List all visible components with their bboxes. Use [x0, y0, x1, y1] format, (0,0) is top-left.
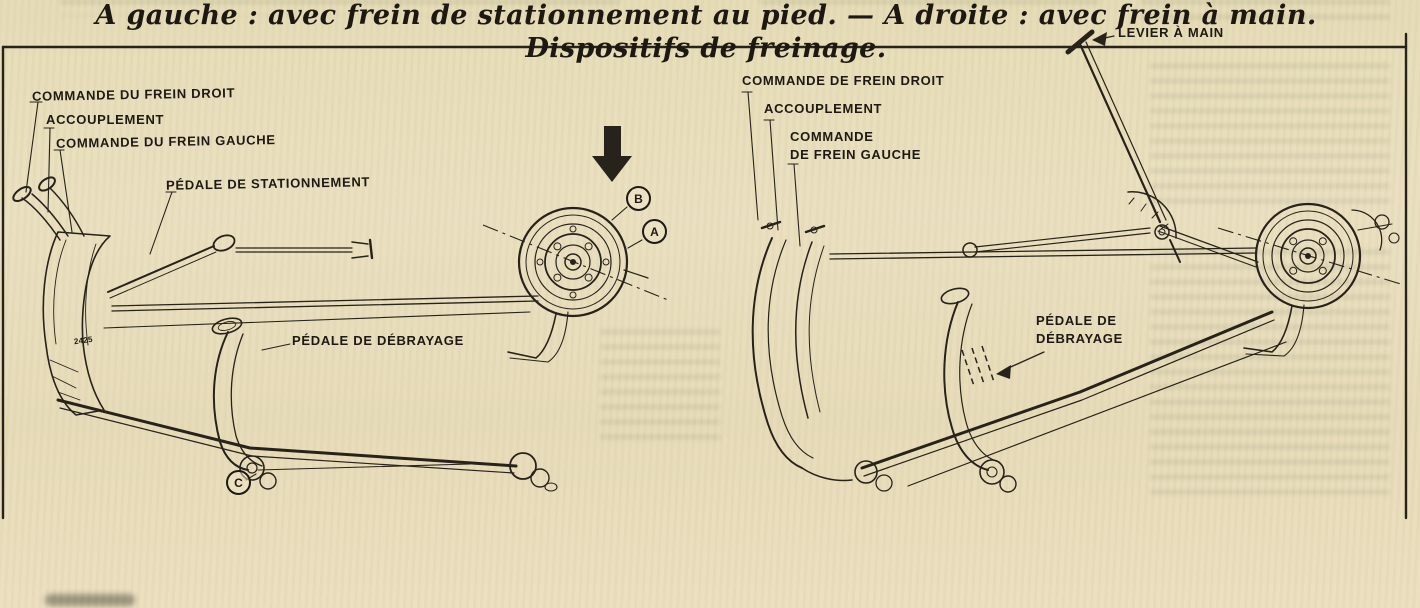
hand-brake-lever	[962, 29, 1259, 268]
caption-line-2: Dispositifs de freinage.	[525, 33, 887, 64]
left-parking-pedal	[107, 234, 374, 299]
left-axle	[56, 398, 558, 492]
left-pedal-cluster	[12, 176, 111, 416]
label-pedale-debrayage-right: PÉDALE DE DÉBRAYAGE	[1036, 313, 1123, 346]
left-brake-drum	[482, 206, 669, 363]
label-accouplement-right: ACCOUPLEMENT	[764, 101, 883, 116]
right-diagram-drawing	[741, 29, 1405, 493]
label-commande-frein-gauche-left: COMMANDE DU FREIN GAUCHE	[55, 132, 276, 151]
label-levier-a-main: LEVIER À MAIN	[1118, 25, 1224, 40]
left-clutch-pedal	[211, 317, 471, 490]
label-pedale-debrayage-left: PÉDALE DE DÉBRAYAGE	[292, 333, 464, 348]
caption-line-1: A gauche : avec frein de stationnement a…	[95, 0, 1317, 31]
callout-b: B	[626, 186, 651, 211]
figure-frame	[1, 32, 1408, 520]
callout-a: A	[642, 219, 667, 244]
right-axle	[854, 310, 1275, 492]
label-accouplement-left: ACCOUPLEMENT	[46, 112, 165, 127]
right-clutch-pedal	[940, 287, 1017, 493]
right-pedal-cluster	[751, 220, 853, 482]
figure-caption: A gauche : avec frein de stationnement a…	[0, 0, 1412, 64]
label-commande-frein-gauche-right: COMMANDE DE FREIN GAUCHE	[790, 129, 922, 162]
left-label-leaders	[25, 101, 291, 351]
callout-c: C	[226, 470, 251, 495]
label-commande-frein-droit-left: COMMANDE DU FREIN DROIT	[31, 85, 236, 104]
right-brake-drum	[1217, 202, 1405, 357]
down-arrow-icon	[592, 126, 632, 182]
label-pedale-stationnement: PÉDALE DE STATIONNEMENT	[165, 174, 371, 193]
right-label-leaders	[741, 32, 1115, 379]
left-brake-rods	[103, 295, 539, 329]
part-number: 2425	[73, 334, 94, 347]
left-diagram-drawing	[12, 101, 669, 492]
label-commande-frein-droit-right: COMMANDE DE FREIN DROIT	[742, 73, 945, 88]
